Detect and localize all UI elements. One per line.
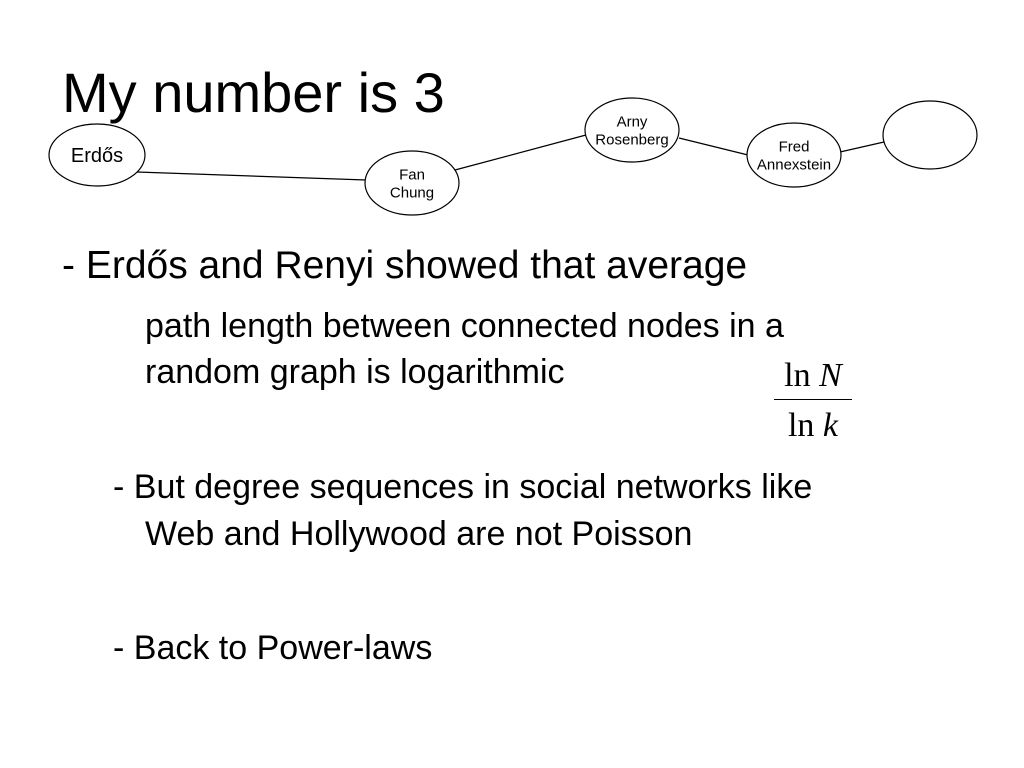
denominator-variable: k <box>822 406 839 444</box>
numerator-function: ln <box>784 357 811 394</box>
node-ellipse <box>882 100 978 170</box>
node-label: Fan <box>399 166 425 183</box>
bullet-2-line-2: Web and Hollywood are not Poisson <box>145 515 693 553</box>
node-me <box>882 100 978 170</box>
node-label: Chung <box>390 184 434 201</box>
bullet-2-line-1: - But degree sequences in social network… <box>113 468 813 506</box>
edges-layer <box>136 134 885 181</box>
node-label: Arny <box>617 113 648 130</box>
node-ellipse <box>48 123 146 187</box>
edge-arny-rosenberg-fred-annexstein <box>678 137 749 156</box>
bullet-1-line-3: random graph is logarithmic <box>145 353 565 391</box>
edge-fred-annexstein-me <box>839 141 885 153</box>
node-label: Rosenberg <box>595 131 668 148</box>
formula-denominator: ln k <box>774 406 852 447</box>
formula-numerator: ln N <box>774 356 852 397</box>
slide-title: My number is 3 <box>62 61 445 124</box>
edge-fan-chung-arny-rosenberg <box>454 134 587 171</box>
node-label: Annexstein <box>757 156 831 173</box>
numerator-variable: N <box>819 357 842 394</box>
node-ellipse <box>746 122 842 188</box>
node-label: Erdős <box>71 145 123 167</box>
bullet-1-line-2: path length between connected nodes in a <box>145 307 784 345</box>
fraction-bar <box>774 398 852 400</box>
node-label: Fred <box>779 138 810 155</box>
node-ellipse <box>584 97 680 163</box>
denominator-function: ln <box>787 406 815 444</box>
node-erdos: Erdős <box>48 123 146 187</box>
path-length-formula: ln N ln k <box>774 356 852 447</box>
bullet-1-line-1: - Erdős and Renyi showed that average <box>62 244 748 287</box>
node-ellipse <box>364 150 460 216</box>
edge-erdos-fan-chung <box>136 171 367 181</box>
bullet-3: - Back to Power-laws <box>113 629 433 667</box>
